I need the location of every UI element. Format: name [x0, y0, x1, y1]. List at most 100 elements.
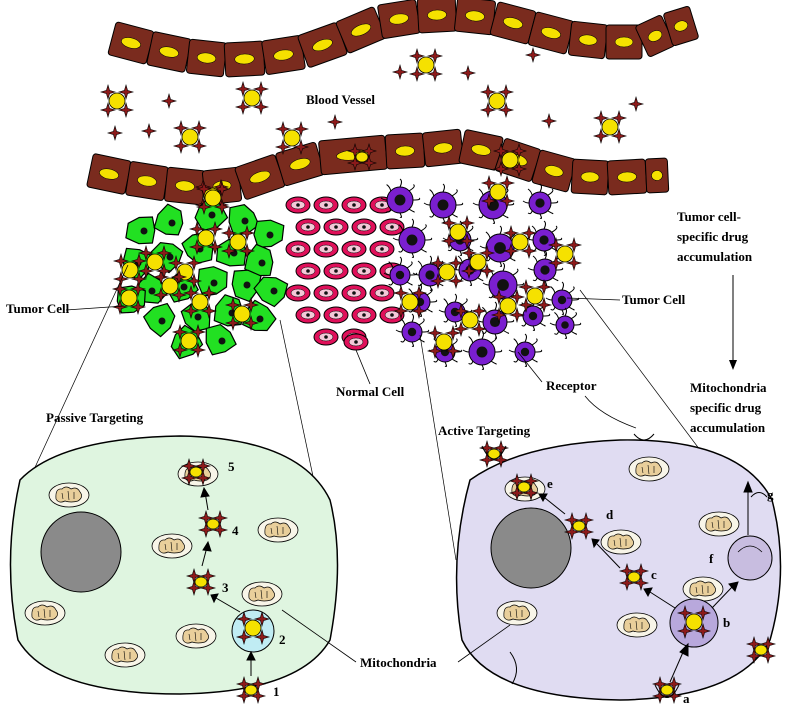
normal-cell	[295, 306, 321, 324]
receptor	[750, 492, 768, 498]
tumor-cell	[527, 250, 564, 286]
mitochondrion	[616, 612, 658, 638]
mitochondrion	[496, 600, 538, 626]
normal-cell	[313, 328, 339, 346]
tumor-cell	[153, 203, 184, 236]
passive-step-2: 2	[279, 632, 286, 647]
tumor-cell-right-pointer	[566, 297, 621, 301]
tumor-cell-left-pointer	[65, 305, 125, 311]
endothelial-cell	[223, 40, 266, 78]
endothelial-cell	[605, 24, 643, 60]
endothelial-cell	[125, 161, 169, 201]
endothelial-cell	[531, 149, 577, 193]
active-step-a: a	[683, 691, 690, 706]
tumor-cell	[423, 183, 464, 223]
tumor-cell	[522, 183, 559, 219]
side-bottom-line-2: specific drug	[690, 400, 762, 415]
mitochondria-pointer-right	[457, 624, 511, 663]
normal-cell	[343, 333, 369, 351]
side-annotation: Tumor cell- specific drug accumulation M…	[677, 209, 767, 435]
active-step-f: f	[709, 551, 714, 566]
tumor-cell	[253, 276, 289, 308]
normal-cell	[369, 284, 395, 302]
normal-cell	[295, 262, 321, 280]
normal-cell-pointer	[355, 349, 371, 385]
endothelial-cell	[384, 132, 426, 170]
passive-step-4: 4	[232, 523, 239, 538]
receptor-pointer-cluster	[517, 351, 543, 383]
mitochondrion	[600, 529, 642, 555]
endothelial-cell	[335, 6, 387, 54]
endothelial-cell	[663, 6, 699, 46]
side-top-line-1: Tumor cell-	[677, 209, 741, 224]
endothelial-cell	[234, 154, 286, 200]
receptor-label: Receptor	[546, 378, 597, 393]
mitochondrion	[698, 511, 740, 537]
active-step-b: b	[723, 615, 730, 630]
normal-cell	[341, 284, 367, 302]
endothelial-cell	[107, 21, 155, 65]
endothelial-cell	[606, 158, 648, 196]
tumor-cell	[142, 302, 176, 338]
endothelial-cell	[377, 0, 421, 39]
endothelial-cell	[275, 141, 325, 187]
normal-cell-label: Normal Cell	[336, 384, 405, 399]
active-lysosome	[727, 535, 773, 581]
tumor-cell	[462, 330, 503, 370]
mitochondrion	[104, 642, 146, 668]
normal-cell	[323, 262, 349, 280]
active-targeting-cell: a b c d e f g	[455, 433, 782, 706]
tumor-cells-right-cluster	[380, 176, 582, 370]
active-step-g: g	[767, 487, 774, 502]
normal-cell	[285, 240, 311, 258]
normal-cell	[285, 284, 311, 302]
blood-vessel-bottom-wall	[86, 128, 670, 206]
endothelial-cell	[644, 157, 670, 194]
mitochondrion	[682, 576, 724, 602]
mitochondria-label: Mitochondria	[360, 655, 437, 670]
normal-cell	[295, 218, 321, 236]
endothelial-cell	[86, 153, 132, 195]
mitochondrion	[151, 533, 193, 559]
normal-cell	[323, 306, 349, 324]
tumor-cell	[549, 307, 582, 339]
tumor-cell-right-label: Tumor Cell	[622, 292, 686, 307]
normal-cell	[313, 240, 339, 258]
active-step-e: e	[547, 476, 553, 491]
tumor-cell	[380, 178, 421, 218]
tumor-cell	[383, 256, 418, 290]
tumor-cell	[228, 204, 260, 237]
tumor-cell	[197, 266, 228, 297]
tumor-cell	[253, 219, 285, 249]
blood-vessel-top-wall	[107, 0, 699, 78]
tumor-cell	[231, 269, 262, 303]
tumor-cell	[392, 218, 433, 258]
mitochondria-pointer-left	[281, 609, 357, 663]
side-top-line-2: specific drug	[677, 229, 749, 244]
tumor-cell	[508, 333, 543, 367]
receptor	[633, 433, 655, 441]
receptor	[509, 651, 517, 685]
normal-cell	[313, 196, 339, 214]
endothelial-cell	[458, 129, 504, 171]
normal-cell	[379, 218, 405, 236]
passive-nucleus	[40, 511, 122, 593]
tumor-cell	[125, 216, 156, 245]
endothelial-cell	[185, 38, 228, 78]
normal-cell	[341, 240, 367, 258]
normal-cell	[351, 218, 377, 236]
tumor-cells-left-cluster	[113, 182, 289, 360]
tumor-cell-left-label: Tumor Cell	[6, 301, 70, 316]
side-arrow-head	[729, 360, 737, 370]
mitochondrion	[241, 581, 283, 607]
endothelial-cell	[146, 31, 192, 73]
endothelial-cell	[635, 15, 675, 57]
endothelial-cell	[527, 11, 575, 55]
normal-cell	[351, 262, 377, 280]
zoom-guide-lines	[19, 264, 761, 561]
passive-targeting-label: Passive Targeting	[46, 410, 144, 425]
endothelial-cell	[416, 0, 458, 34]
tumor-cell	[479, 225, 522, 267]
normal-cell	[341, 196, 367, 214]
